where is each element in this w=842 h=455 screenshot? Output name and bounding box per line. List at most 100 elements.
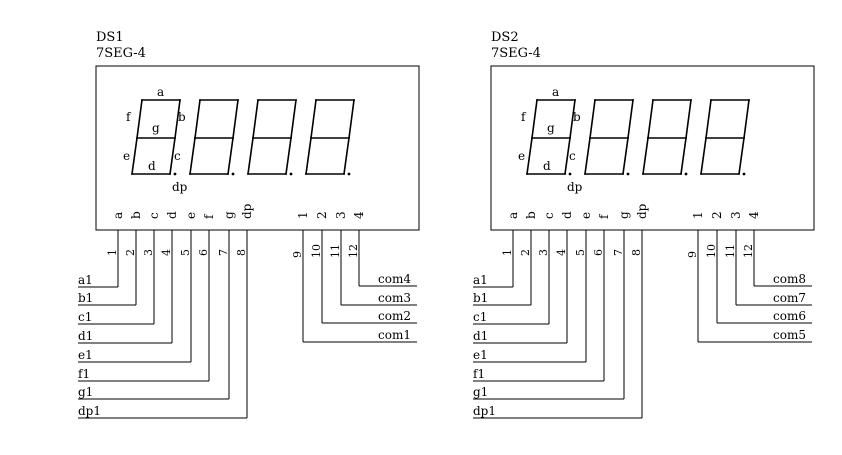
segment-label-g: g <box>547 121 555 135</box>
pin-name-common: 2 <box>315 211 329 219</box>
segment-b <box>685 99 692 139</box>
digit-4 <box>305 99 355 176</box>
net-label: com4 <box>378 272 411 286</box>
segment-c <box>564 137 571 175</box>
pin-name-g: g <box>222 211 236 219</box>
segment-c <box>343 137 350 175</box>
pin-name-common: 2 <box>710 211 724 219</box>
net-label: dp1 <box>473 404 496 418</box>
pin-name-common: 1 <box>691 211 705 219</box>
pin-name-d: d <box>165 211 179 219</box>
pin-number: 2 <box>519 249 532 256</box>
segment-dp <box>684 172 688 176</box>
segment-label-g: g <box>152 121 160 135</box>
pin-name-dp: dp <box>635 203 649 219</box>
net-label: c1 <box>78 310 92 324</box>
segment-f <box>252 99 259 139</box>
net-label: g1 <box>473 385 488 399</box>
digit-1 <box>526 99 576 176</box>
pin-number: 7 <box>612 249 625 256</box>
segment-label-a: a <box>157 85 164 99</box>
pin-name-common: 3 <box>729 211 743 219</box>
display-body <box>95 65 420 231</box>
pin-number: 3 <box>142 249 155 256</box>
segment-b <box>627 99 634 139</box>
segment-b <box>569 99 576 139</box>
segment-c <box>680 137 687 175</box>
segment-f <box>136 99 143 139</box>
segment-dp <box>742 172 746 176</box>
pin-name-e: e <box>579 212 593 219</box>
net-label: com2 <box>378 309 411 323</box>
segment-e <box>700 137 707 175</box>
segment-label-c: c <box>174 149 181 163</box>
pin-name-common: 4 <box>352 211 366 219</box>
segment-label-dp: dp <box>567 180 583 194</box>
component-ref: DS2 <box>491 30 519 45</box>
pin-name-a: a <box>111 212 125 219</box>
segment-e <box>131 137 138 175</box>
pin-number: 5 <box>179 249 192 256</box>
segment-e <box>189 137 196 175</box>
pin-name-f: f <box>202 213 216 219</box>
segment-e <box>305 137 312 175</box>
net-label: f1 <box>473 367 485 381</box>
net-label: com7 <box>773 291 806 305</box>
pin-name-dp: dp <box>240 203 254 219</box>
segment-e <box>247 137 254 175</box>
pin-number: 6 <box>197 249 210 256</box>
pin-number: 11 <box>724 244 737 258</box>
pin-number: 12 <box>347 244 360 258</box>
segment-c <box>622 137 629 175</box>
segment-label-b: b <box>178 110 186 124</box>
segment-b <box>348 99 355 139</box>
segment-label-c: c <box>569 149 576 163</box>
segment-b <box>174 99 181 139</box>
segment-e <box>526 137 533 175</box>
pin-name-b: b <box>524 211 538 219</box>
net-label: com3 <box>378 291 411 305</box>
net-label: d1 <box>78 329 93 343</box>
segment-f <box>589 99 596 139</box>
segment-f <box>310 99 317 139</box>
segment-label-f: f <box>521 110 527 124</box>
segment-f <box>647 99 654 139</box>
segment-dp <box>289 172 293 176</box>
pin-number: 1 <box>106 249 119 256</box>
digit-1 <box>131 99 181 176</box>
segment-f <box>531 99 538 139</box>
pin-number: 10 <box>310 244 323 258</box>
pin-number: 2 <box>124 249 137 256</box>
segment-dp <box>231 172 235 176</box>
segment-label-f: f <box>126 110 132 124</box>
pin-name-b: b <box>129 211 143 219</box>
segment-b <box>743 99 750 139</box>
pin-name-common: 3 <box>334 211 348 219</box>
segment-label-b: b <box>573 110 581 124</box>
digit-4 <box>700 99 750 176</box>
net-label: a1 <box>78 273 93 287</box>
segment-c <box>285 137 292 175</box>
display-body <box>490 65 815 231</box>
pin-name-g: g <box>617 211 631 219</box>
net-label: b1 <box>78 291 93 305</box>
pin-number: 8 <box>235 249 248 256</box>
net-label: a1 <box>473 273 488 287</box>
pin-number: 4 <box>160 249 173 256</box>
net-label: dp1 <box>78 404 101 418</box>
segment-f <box>705 99 712 139</box>
segment-label-d: d <box>543 159 551 173</box>
net-label: com8 <box>773 272 806 286</box>
digit-3 <box>642 99 692 176</box>
segment-dp <box>173 172 177 176</box>
pin-number: 6 <box>592 249 605 256</box>
pin-number: 7 <box>217 249 230 256</box>
segment-dp <box>347 172 351 176</box>
pin-name-common: 1 <box>296 211 310 219</box>
pin-name-d: d <box>560 211 574 219</box>
pin-name-e: e <box>184 212 198 219</box>
pin-number: 12 <box>742 244 755 258</box>
